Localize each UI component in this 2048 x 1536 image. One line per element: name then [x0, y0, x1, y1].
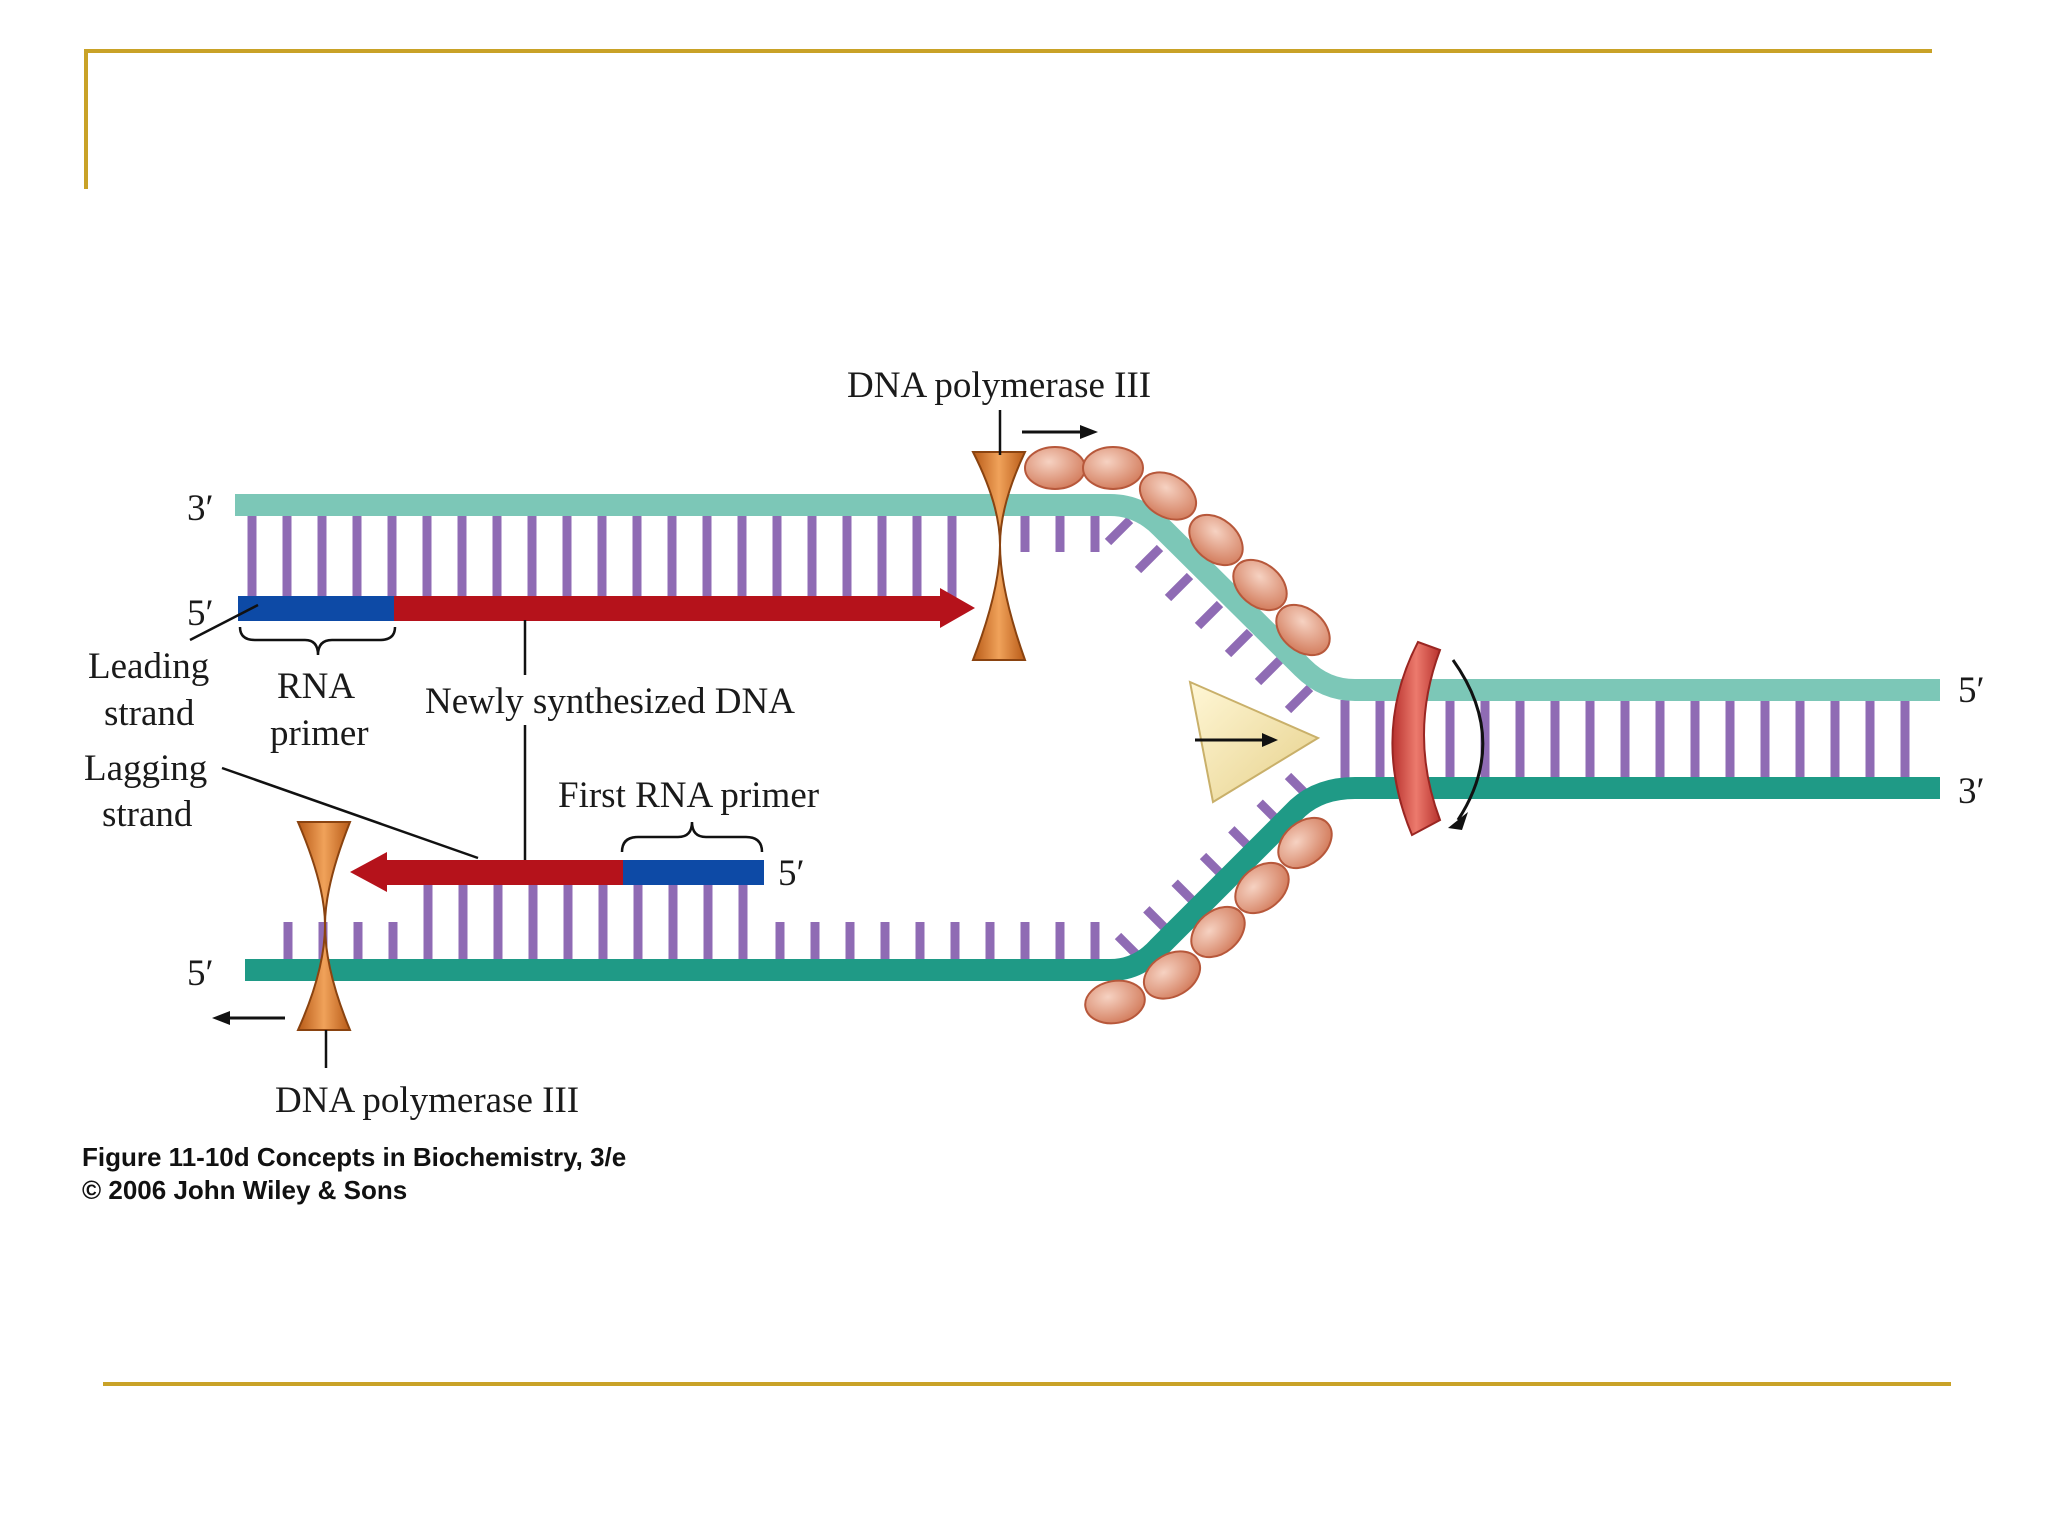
ssb-protein-oval-icon [1188, 513, 1244, 567]
lagging-new-dna [385, 860, 623, 885]
end-label-primer-5prime: 5′ [778, 853, 805, 894]
left-accent-line [84, 49, 88, 189]
first-rna-primer-brace [620, 821, 764, 853]
pol3-top-label: DNA polymerase III [847, 365, 1151, 406]
leading-new-dna [394, 596, 942, 621]
primase-triangle-icon [1188, 680, 1321, 804]
ssb-protein-oval-icon [1024, 446, 1086, 490]
base-pairs [247, 514, 1910, 962]
newly-synthesized-label: Newly synthesized DNA [425, 681, 795, 722]
base-pair [1254, 656, 1284, 686]
end-label-right-bottom-3prime: 3′ [1958, 771, 1985, 812]
leading-rna-primer [238, 596, 396, 621]
ssb-protein-oval-icon [1082, 446, 1144, 490]
lagging-strand-label-1: Lagging [84, 748, 207, 789]
lagging-strand-leader [221, 766, 479, 860]
base-pair [1164, 572, 1194, 602]
pol3-top-arrow-head [1080, 425, 1098, 439]
ssb-protein-oval-icon [1142, 950, 1202, 1000]
ssb-protein-oval-icon [1138, 471, 1198, 521]
lagging-rna-primer [622, 860, 764, 885]
helicase-rotation-arrow [1451, 659, 1485, 821]
figure-caption-line-2: © 2006 John Wiley & Sons [82, 1175, 408, 1205]
helicase-arrow-head [1448, 812, 1468, 830]
leading-strand-label-1: Leading [88, 646, 209, 687]
rna-primer-label-2: primer [270, 713, 369, 754]
primase-arrow-head [1262, 733, 1278, 747]
helicase-ring-icon [1391, 640, 1442, 837]
parental-strand-top [235, 494, 1940, 701]
hourglass-clamp-icon [296, 821, 352, 1031]
base-pair [1224, 628, 1254, 658]
base-pair [1284, 684, 1314, 714]
hourglass-clamp-icon [971, 451, 1027, 661]
top-accent-line [84, 49, 1932, 53]
base-pair [1134, 544, 1164, 574]
ssb-protein-oval-icon [1277, 816, 1333, 870]
base-pair [1194, 600, 1224, 630]
first-rna-primer-label: First RNA primer [558, 775, 819, 816]
lagging-strand-label-2: strand [102, 794, 193, 835]
leading-strand-leader [189, 603, 259, 642]
end-label-right-top-5prime: 5′ [1958, 670, 1985, 711]
parental-strand-bottom [245, 777, 1940, 981]
leading-strand-label-2: strand [104, 693, 195, 734]
leader-lines [189, 410, 1002, 1068]
leading-arrowhead [940, 588, 975, 628]
ssb-protein-oval-icon [1190, 905, 1246, 959]
rna-primer-brace [238, 626, 397, 656]
lagging-arrowhead [350, 852, 387, 892]
ssb-protein-oval-icon [1275, 603, 1331, 657]
ssb-protein-oval-icon [1084, 979, 1146, 1025]
bottom-accent-line [103, 1382, 1951, 1386]
end-label-bottom-left-5prime: 5′ [187, 953, 214, 994]
end-label-leading-5prime: 5′ [187, 593, 214, 634]
ssb-protein-oval-icon [1234, 861, 1290, 915]
pol3-bottom-arrow-head [212, 1011, 230, 1025]
base-pair [1104, 516, 1134, 546]
pol3-bottom-label: DNA polymerase III [275, 1080, 579, 1121]
rna-primer-label-1: RNA [277, 666, 355, 707]
end-label-top-left-3prime: 3′ [187, 488, 214, 529]
figure-caption-line-1: Figure 11-10d Concepts in Biochemistry, … [82, 1142, 627, 1172]
ssb-proteins [1024, 446, 1333, 1025]
ssb-protein-oval-icon [1232, 558, 1288, 612]
